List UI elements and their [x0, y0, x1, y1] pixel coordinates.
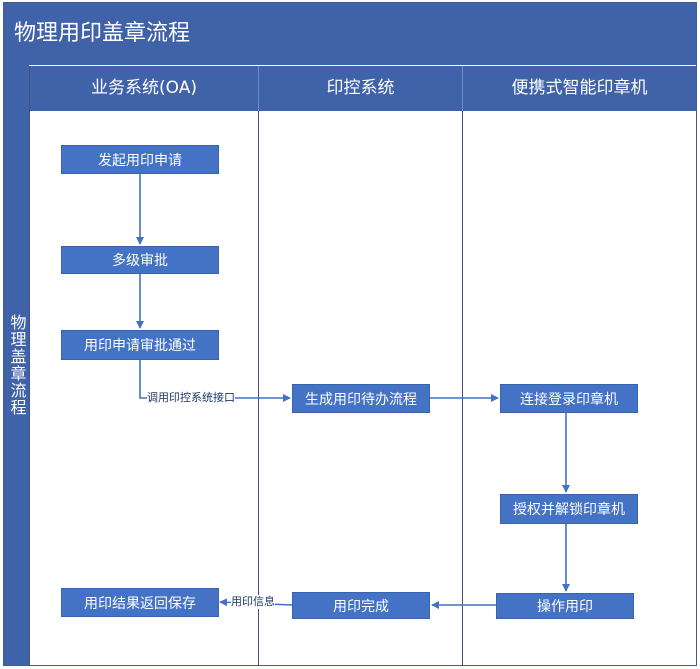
node-operate: 操作用印	[496, 593, 634, 619]
arrow-approved-to-gen	[139, 360, 291, 402]
side-band	[4, 65, 29, 665]
side-label-wrapper: 物理盖章流程	[4, 65, 29, 665]
node-auth-unlock: 授权并解锁印章机	[500, 494, 638, 524]
side-label: 物理盖章流程	[7, 314, 27, 416]
lane-header-oa: 业务系统(OA)	[30, 66, 258, 111]
diagram-title: 物理用印盖章流程	[4, 3, 696, 65]
edge-label-call-api: 调用印控系统接口	[147, 391, 235, 405]
lane-divider	[29, 66, 30, 666]
node-apply: 发起用印申请	[61, 145, 219, 174]
node-approved: 用印申请审批通过	[61, 330, 219, 360]
lane-divider	[462, 111, 463, 666]
node-done: 用印完成	[292, 592, 430, 619]
lane-divider	[258, 111, 259, 666]
node-generate-todo: 生成用印待办流程	[292, 384, 430, 413]
node-return-save: 用印结果返回保存	[61, 588, 219, 617]
lane-header-seal-control: 印控系统	[259, 66, 462, 111]
header-separator	[258, 66, 259, 111]
diagram-frame	[3, 2, 697, 666]
node-connect-login: 连接登录印章机	[500, 384, 638, 413]
lane-header-seal-machine: 便携式智能印章机	[463, 66, 696, 111]
edge-label-seal-info: 用印信息	[231, 595, 275, 609]
node-multi-approve: 多级审批	[61, 246, 219, 274]
header-separator	[462, 66, 463, 111]
